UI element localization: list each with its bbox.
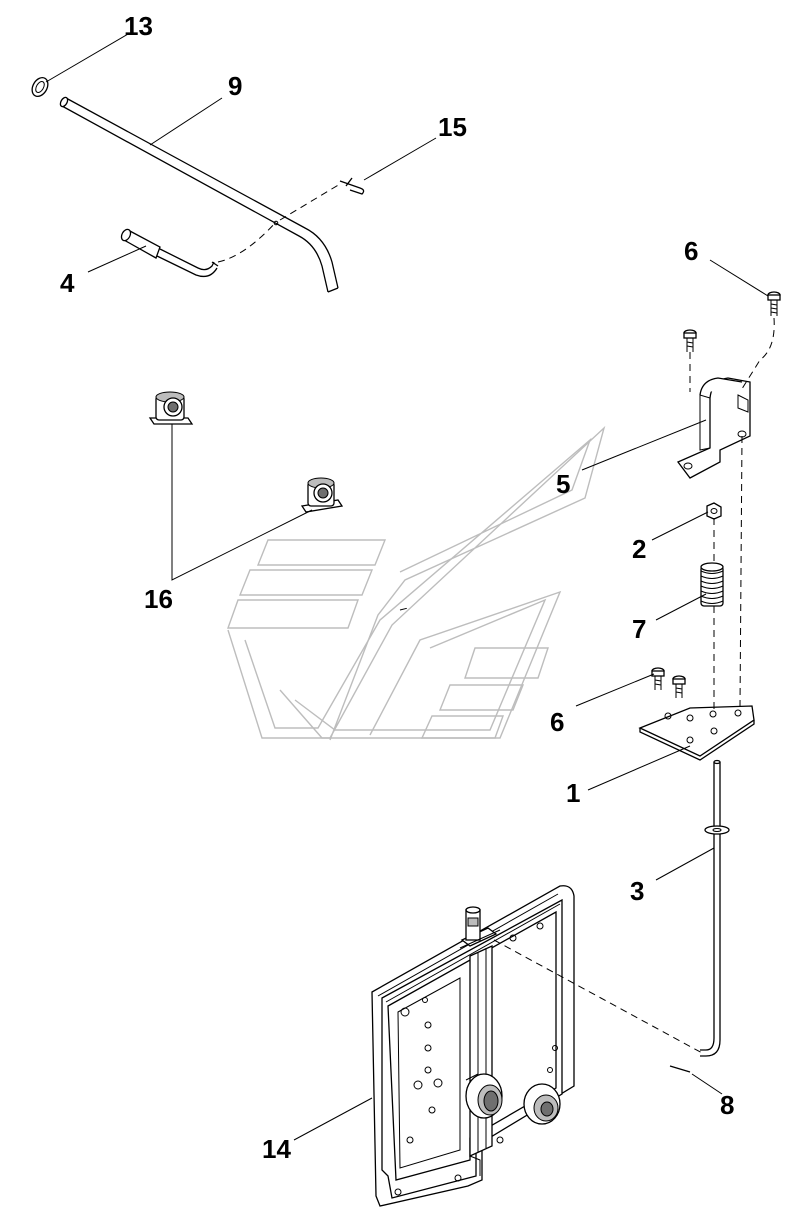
label-part-9: 9 [228, 71, 242, 101]
label-part-15: 15 [438, 112, 467, 142]
leader-lines [45, 33, 769, 1141]
watermark-logo [227, 425, 606, 741]
label-part-16: 16 [144, 584, 173, 614]
label-part-3: 3 [630, 876, 644, 906]
clamp-part-16-lower [300, 477, 344, 513]
label-part-2: 2 [632, 534, 646, 564]
label-part-7: 7 [632, 614, 646, 644]
clamp-part-16-upper [148, 391, 194, 425]
label-part-6-top: 6 [684, 236, 698, 266]
pin-part-8 [669, 1065, 691, 1073]
label-part-1: 1 [566, 778, 580, 808]
screw-bracket-top [683, 329, 697, 352]
bracket-part-5 [676, 377, 751, 479]
rod-part-9 [59, 96, 339, 293]
label-part-4: 4 [60, 268, 75, 298]
label-part-5: 5 [556, 469, 570, 499]
panel-assembly-part-14 [371, 885, 575, 1207]
label-part-6-mid: 6 [550, 707, 564, 737]
rod-part-3 [700, 759, 730, 1057]
assembly-dashed-lines [217, 183, 775, 1055]
handle-part-4 [120, 228, 219, 278]
cotter-pin-part-15 [339, 177, 365, 195]
label-part-14: 14 [262, 1134, 291, 1164]
spring-part-7 [700, 562, 724, 607]
plate-part-1 [638, 705, 755, 761]
screws-part-6-mid [651, 667, 686, 698]
bolt-part-6-top [767, 291, 781, 316]
callout-labels: 13 9 15 4 6 5 2 16 7 6 1 3 8 14 [60, 11, 734, 1164]
washer-part-13 [31, 77, 49, 97]
label-part-13: 13 [124, 11, 153, 41]
nut-part-2 [706, 502, 722, 520]
label-part-8: 8 [720, 1090, 734, 1120]
